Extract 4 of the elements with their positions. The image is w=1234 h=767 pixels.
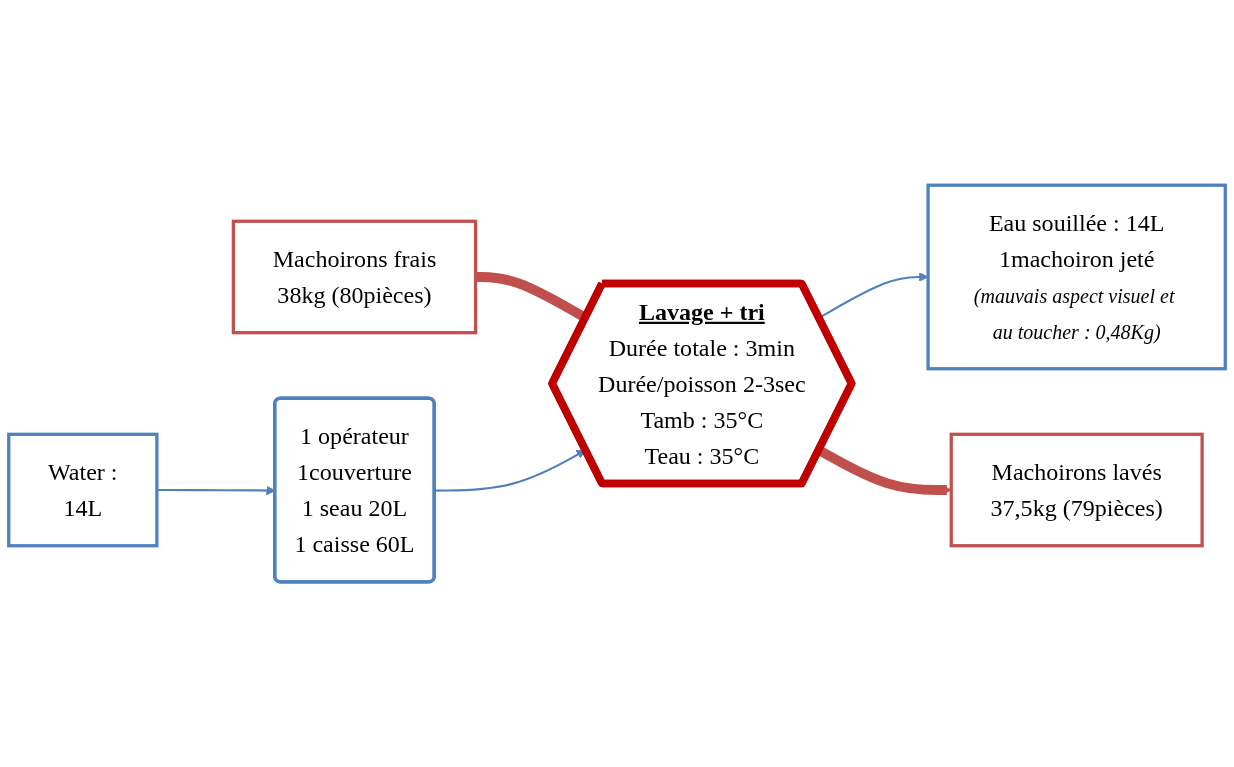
- node-box: Machoirons lavés 37,5kg (79pièces): [949, 432, 1204, 548]
- node-box: Machoirons frais 38kg (80pièces): [231, 219, 478, 335]
- node-box: Eau souillée : 14L 1machoiron jeté (mauvais aspect visuel et au toucher : 0,48Kg): [926, 183, 1227, 371]
- node-box: Water : 14L: [7, 432, 159, 548]
